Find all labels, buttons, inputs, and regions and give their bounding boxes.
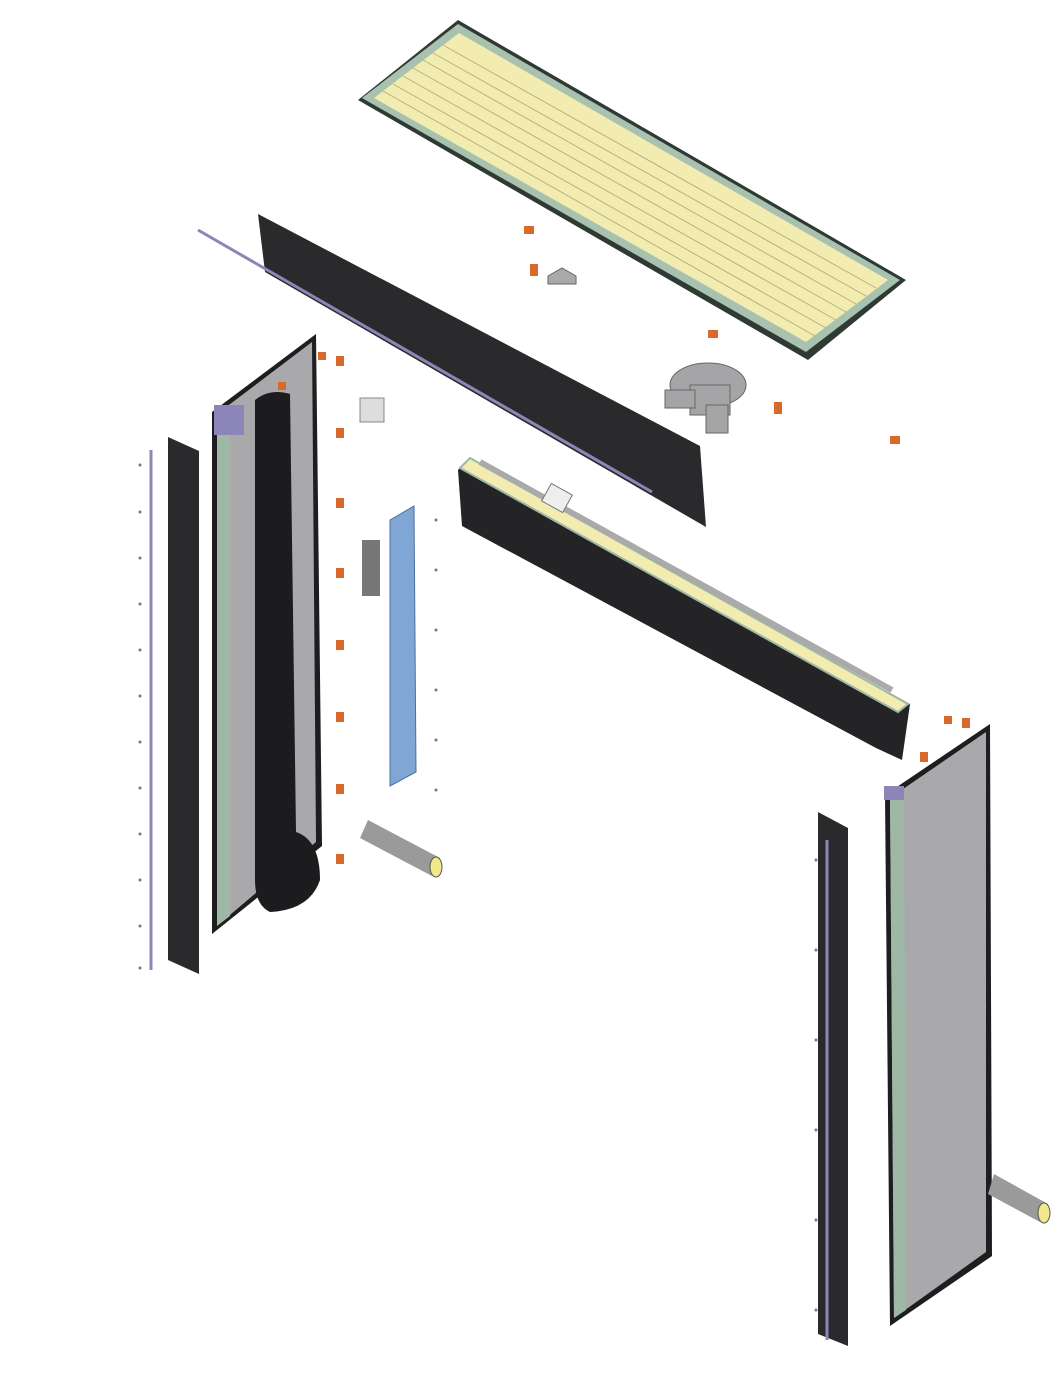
top-cover-panel: [358, 20, 906, 360]
fastener-screws: [138, 463, 818, 1312]
orange-brackets: [278, 226, 970, 864]
grey-block: [362, 540, 380, 596]
right-side-panel: [884, 724, 992, 1326]
mount-plate: [359, 397, 385, 423]
right-seal-strip: [818, 812, 848, 1346]
left-side-panel: [212, 334, 322, 934]
diagonal-rod: [197, 228, 653, 494]
left-seal-strip: [168, 437, 199, 974]
bracket-saddle: [547, 267, 577, 285]
blue-channel: [389, 505, 417, 787]
diagonal-seal-strip: [258, 214, 706, 527]
left-roller-cylinder: [360, 820, 443, 878]
center-trough: [458, 456, 910, 760]
pump-housing: [664, 362, 747, 434]
right-roller-cylinder: [988, 1174, 1051, 1224]
